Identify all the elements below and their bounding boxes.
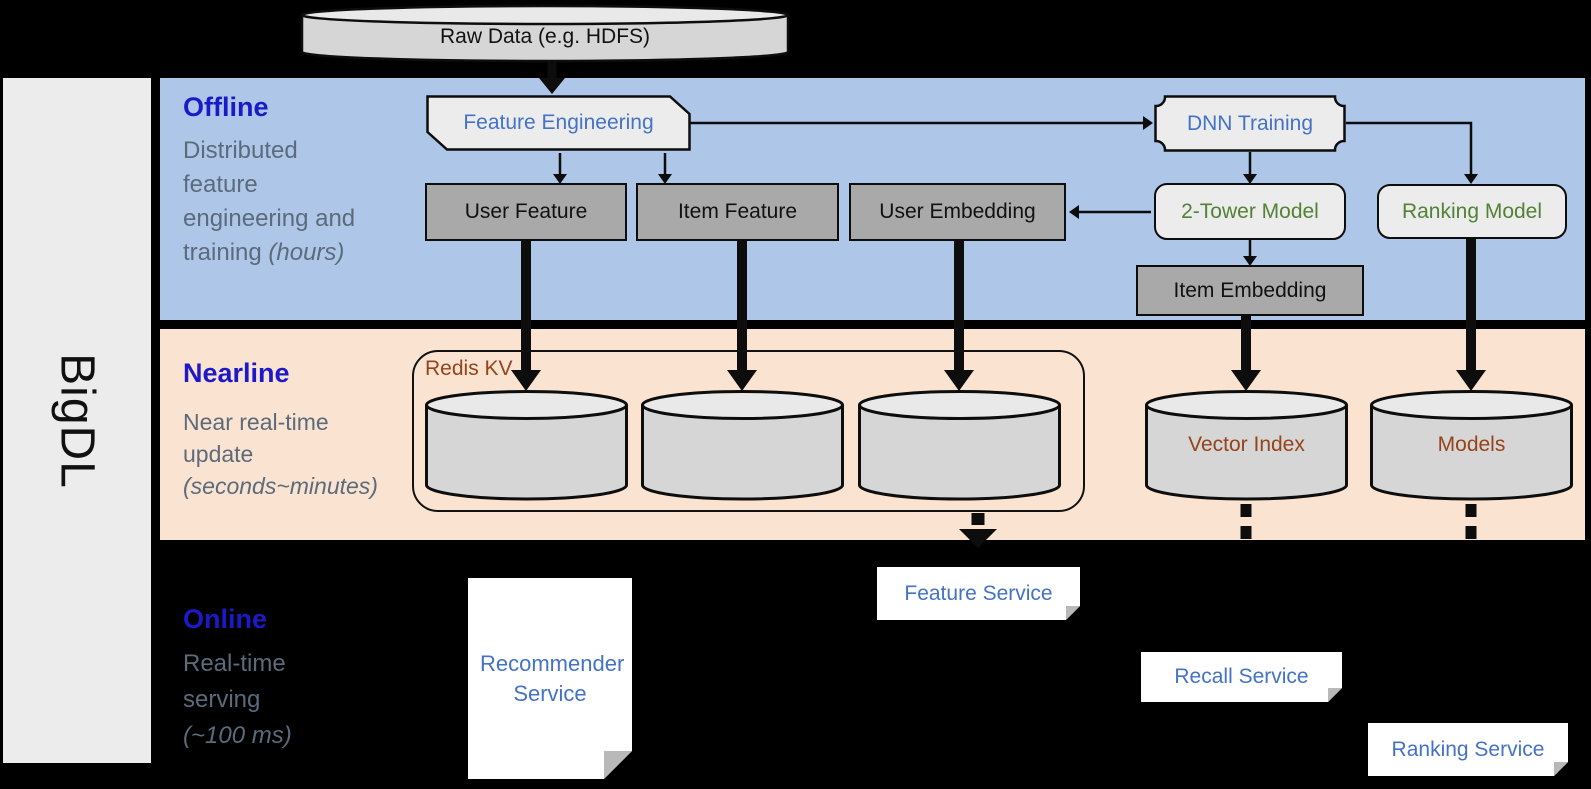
sidebar: BigDL	[3, 78, 151, 763]
arrow-dnn-to-two-tower	[1243, 152, 1257, 184]
offline-band-title: Offline	[183, 92, 269, 122]
arrow-user-feature-to-redis	[511, 240, 541, 391]
redis-shard-cylinder-2	[640, 389, 845, 502]
arrow-fe-to-item-feature	[658, 153, 672, 184]
two-tower-model-label: 2-Tower Model	[1181, 199, 1319, 223]
node-user-embedding: User Embedding	[849, 183, 1066, 241]
models-store: Models	[1369, 389, 1574, 502]
item-embedding-label: Item Embedding	[1173, 278, 1327, 302]
cylinder-shape	[858, 390, 1061, 501]
cylinder-shape	[1145, 390, 1348, 501]
redis-kv-container	[412, 350, 1085, 512]
node-item-embedding: Item Embedding	[1136, 265, 1364, 316]
offline-subtitle-line1: Distributed	[183, 137, 298, 164]
dnn-training-label: DNN Training	[1186, 111, 1314, 135]
nearline-subtitle-line3: (seconds~minutes)	[183, 473, 378, 499]
node-feature-service: Feature Service	[877, 567, 1080, 620]
ranking-model-label: Ranking Model	[1401, 199, 1543, 223]
nearline-band-subtitle: Near real-time update (seconds~minutes)	[183, 406, 378, 502]
arrow-two-tower-to-user-embedding	[1069, 205, 1151, 219]
online-subtitle-line2: serving	[183, 686, 261, 713]
nearline-band-title: Nearline	[183, 358, 290, 388]
redis-shard-cylinder-3	[857, 389, 1062, 502]
feature-engineering-shape	[426, 95, 691, 151]
online-subtitle-line1: Real-time	[183, 650, 286, 677]
arrow-ranking-model-to-models	[1456, 238, 1486, 391]
node-feature-engineering: Feature Engineering	[426, 95, 691, 151]
node-ranking-service: Ranking Service	[1368, 723, 1568, 776]
recommender-service-label: Recommender Service	[480, 650, 625, 706]
node-recommender-service: Recommender Service	[468, 578, 632, 779]
offline-band-subtitle: Distributed feature engineering and trai…	[183, 134, 355, 270]
offline-subtitle-line3: engineering and	[183, 205, 356, 232]
online-band-subtitle: Real-time serving (~100 ms)	[183, 646, 292, 754]
item-feature-label: Item Feature	[677, 200, 798, 223]
arrow-user-embedding-to-redis	[944, 240, 974, 391]
vector-index-store: Vector Index	[1144, 389, 1349, 502]
offline-subtitle-line4: training (hours)	[183, 239, 345, 266]
node-item-feature: Item Feature	[636, 183, 839, 241]
redis-shard-cylinder-1	[424, 389, 629, 502]
dnn-training-shape	[1154, 95, 1346, 152]
cylinder-shape	[425, 390, 628, 501]
arrow-fe-to-dnn-training	[689, 116, 1153, 130]
arrow-dnn-to-ranking-model	[1346, 121, 1478, 184]
cylinder-shape	[1370, 390, 1573, 501]
redis-kv-label: Redis KV	[425, 357, 513, 380]
node-two-tower-model: 2-Tower Model	[1154, 183, 1346, 240]
feature-engineering-label: Feature Engineering	[463, 111, 654, 134]
raw-data-store: Raw Data (e.g. HDFS)	[300, 4, 790, 64]
user-feature-label: User Feature	[464, 200, 588, 223]
node-user-feature: User Feature	[425, 183, 627, 241]
offline-subtitle-line2: feature	[183, 171, 258, 198]
dashed-arrow-redis-to-feature-service	[959, 513, 997, 548]
user-embedding-label: User Embedding	[879, 200, 1036, 223]
arrow-item-feature-to-redis	[727, 240, 757, 391]
arrow-two-tower-to-item-embedding	[1243, 240, 1257, 266]
online-band-title: Online	[183, 604, 268, 634]
nearline-subtitle-line1: Near real-time	[183, 409, 329, 435]
arrow-fe-to-user-feature	[553, 153, 567, 184]
nearline-subtitle-line2: update	[183, 441, 254, 467]
arrow-item-embedding-to-vector-index	[1231, 314, 1261, 391]
raw-data-cylinder-shape	[300, 4, 790, 63]
feature-service-label: Feature Service	[904, 581, 1053, 605]
cylinder-shape	[641, 390, 844, 501]
arrow-raw-data-to-fe	[539, 62, 565, 94]
models-label: Models	[1437, 433, 1506, 456]
online-subtitle-line3: (~100 ms)	[183, 722, 292, 749]
node-recall-service: Recall Service	[1141, 652, 1342, 702]
raw-data-label: Raw Data (e.g. HDFS)	[439, 25, 651, 48]
recall-service-label: Recall Service	[1174, 665, 1309, 688]
vector-index-label: Vector Index	[1188, 433, 1305, 456]
ranking-service-label: Ranking Service	[1391, 737, 1545, 761]
node-dnn-training: DNN Training	[1154, 95, 1346, 152]
node-ranking-model: Ranking Model	[1377, 184, 1567, 239]
